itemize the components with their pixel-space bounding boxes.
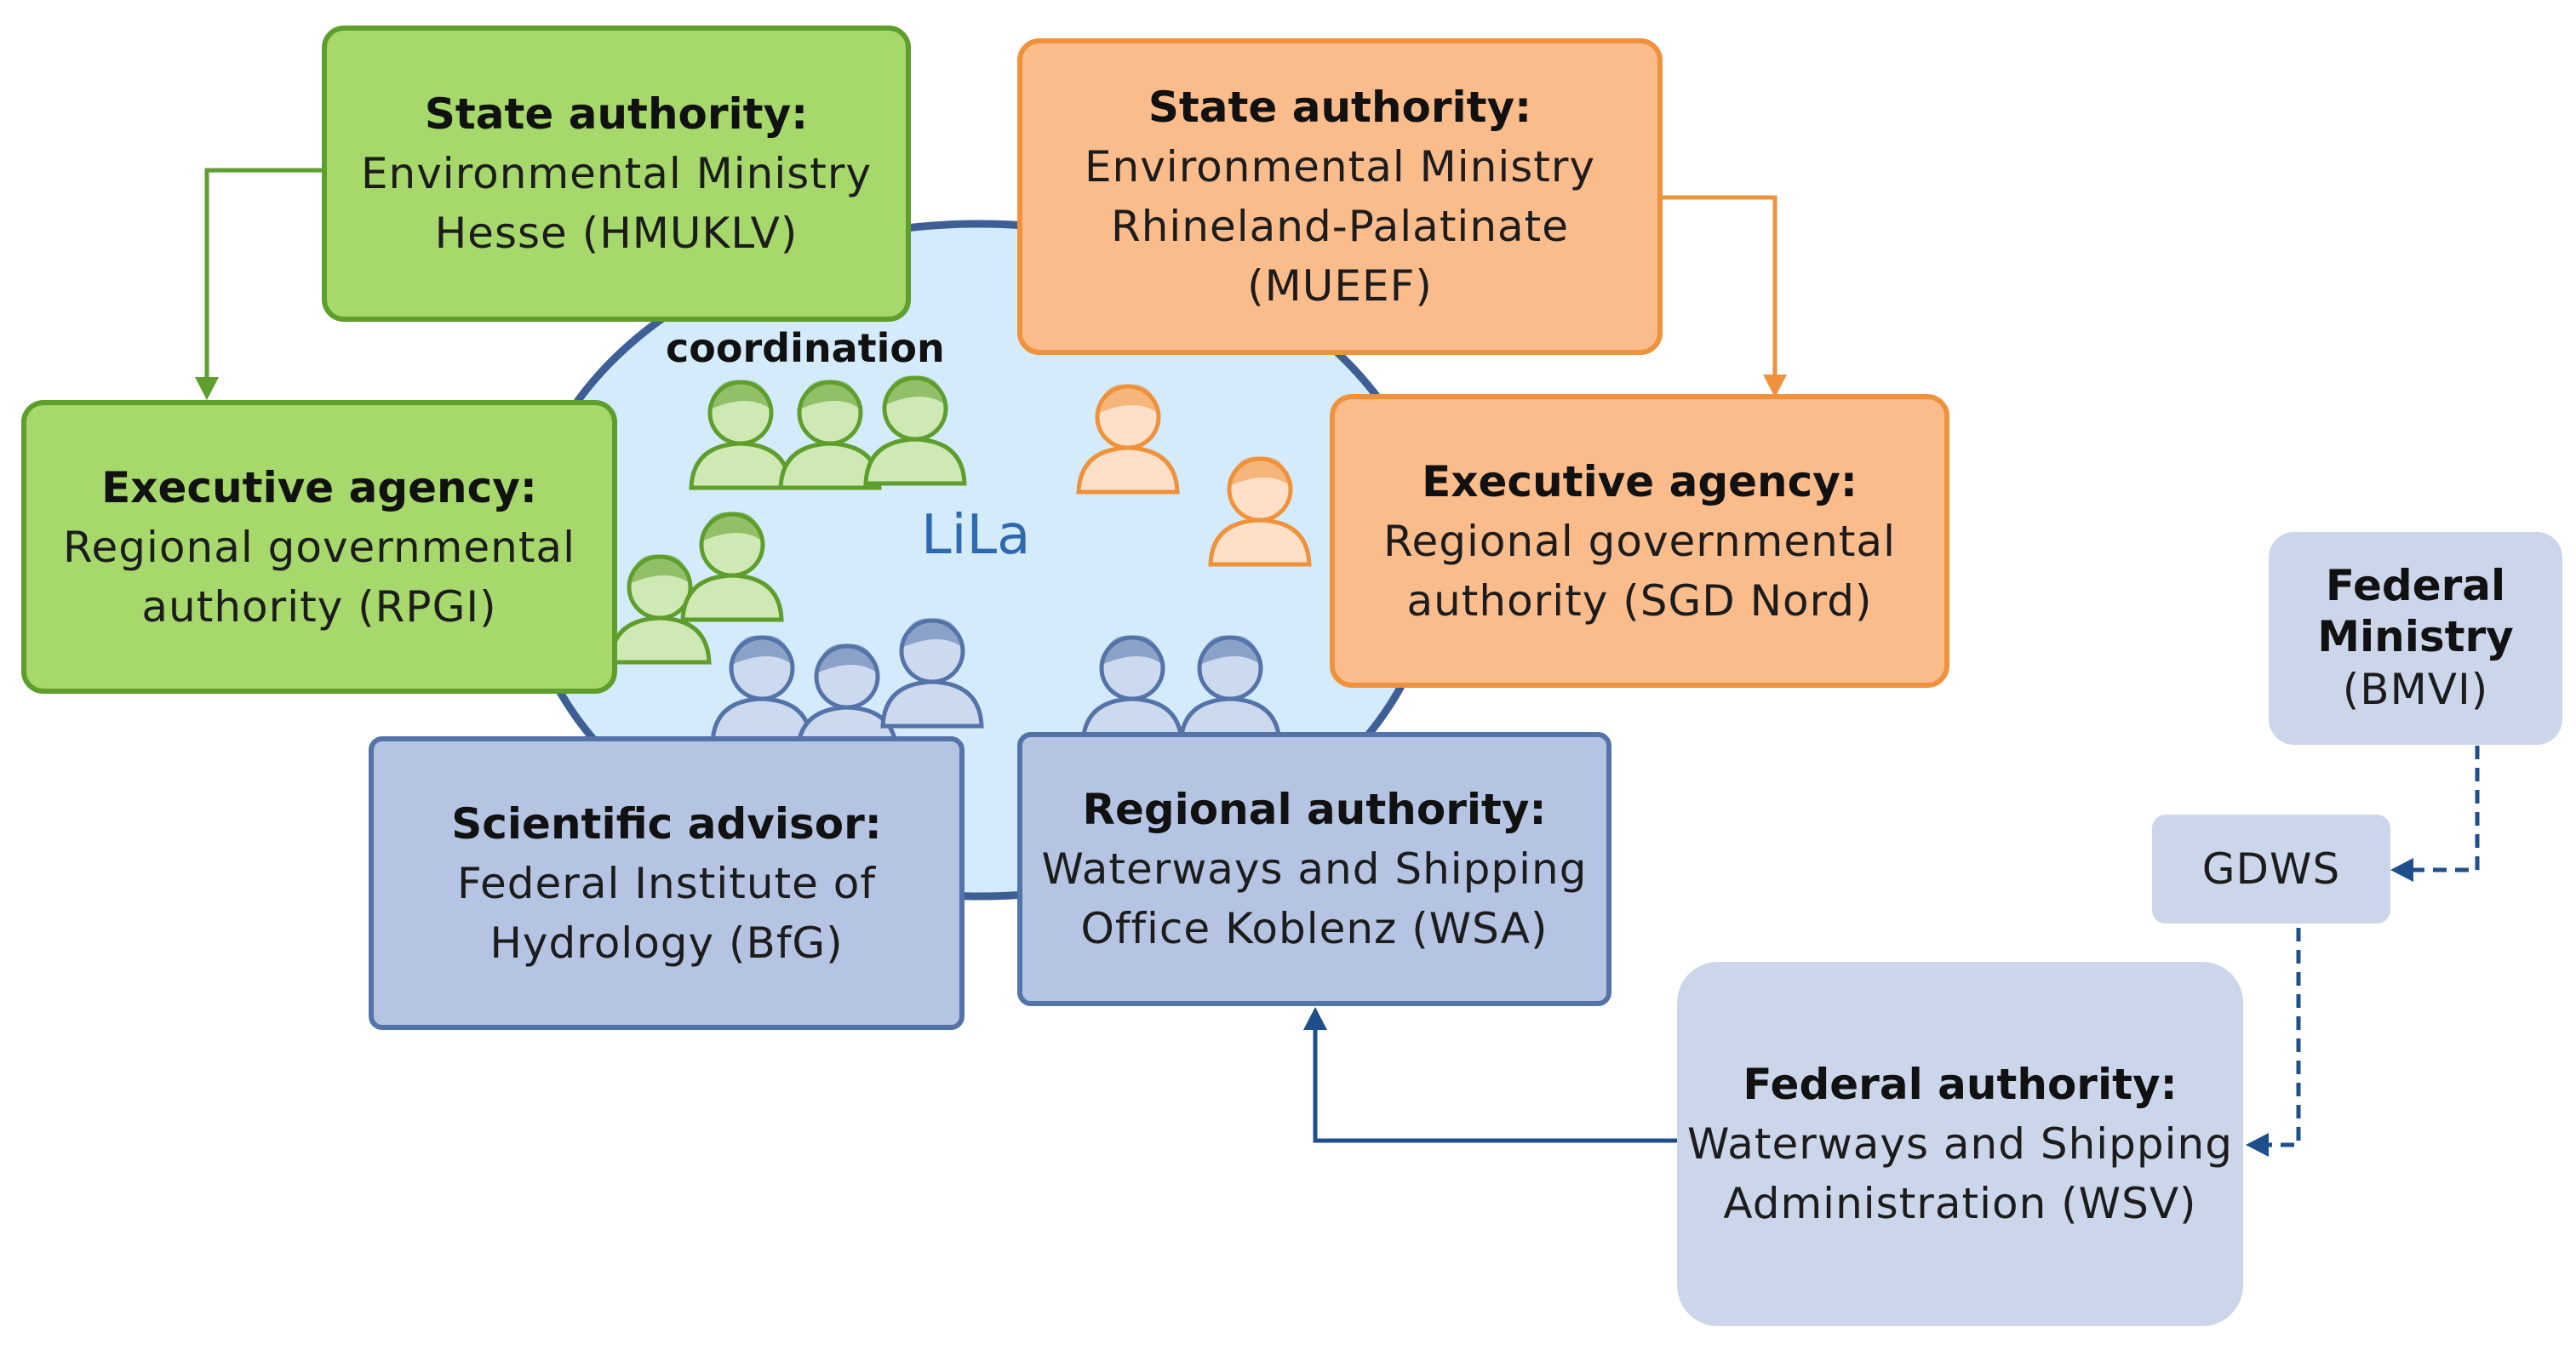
arrow-bmvi-to-gdws	[2409, 746, 2480, 872]
state-rlp-line-3: (MUEEF)	[1247, 261, 1433, 311]
exec-rpgi-line-2: authority (RPGI)	[141, 581, 497, 632]
gdws-label: GDWS	[2201, 844, 2341, 894]
federal-ministry-box: Federal Ministry (BMVI)	[2269, 532, 2562, 745]
arrow-federal-to-regional	[1313, 1021, 1677, 1143]
coordination-label: coordination	[666, 325, 945, 371]
regional-authority-box: Regional authority: Waterways and Shippi…	[1017, 732, 1611, 1006]
arrow-gdws-to-wsv	[2264, 928, 2301, 1147]
federal-authority-line-2: Administration (WSV)	[1723, 1179, 2197, 1228]
federal-ministry-title-1: Federal	[2325, 561, 2506, 610]
arrow-hesse-to-rpgi	[204, 168, 323, 387]
arrowhead-blue-up	[1303, 1007, 1327, 1030]
arrowhead-dashed-2	[2246, 1133, 2269, 1157]
person-icon	[689, 380, 793, 490]
arrowhead-green	[195, 377, 219, 400]
arrowhead-dashed-1	[2390, 858, 2413, 882]
exec-rpgi-line-1: Regional governmental	[63, 522, 575, 572]
exec-sgd-line-2: authority (SGD Nord)	[1406, 575, 1873, 626]
state-rlp-title: State authority:	[1148, 83, 1532, 132]
regional-line-2: Office Koblenz (WSA)	[1080, 904, 1548, 953]
state-rlp-line-1: Environmental Ministry	[1084, 142, 1596, 192]
state-rlp-line-2: Rhineland-Palatinate	[1110, 202, 1570, 251]
federal-authority-box: Federal authority: Waterways and Shippin…	[1677, 962, 2243, 1326]
person-icon	[1208, 456, 1312, 567]
state-hesse-line-2: Hesse (HMUKLV)	[434, 209, 799, 258]
regional-line-1: Waterways and Shipping	[1041, 844, 1588, 894]
lila-label: LiLa	[921, 504, 1031, 567]
executive-agency-rpgi-box: Executive agency: Regional governmental …	[21, 400, 617, 694]
person-icon	[863, 375, 967, 486]
federal-ministry-line-1: (BMVI)	[2342, 665, 2489, 714]
state-hesse-title: State authority:	[424, 89, 809, 139]
state-hesse-line-1: Environmental Ministry	[360, 149, 873, 198]
federal-authority-line-1: Waterways and Shipping	[1687, 1119, 2233, 1169]
person-icon	[1076, 384, 1180, 495]
arrow-rlp-to-sgd	[1660, 195, 1777, 385]
exec-rpgi-title: Executive agency:	[101, 462, 537, 512]
scientific-title: Scientific advisor:	[451, 798, 882, 849]
federal-ministry-title-2: Ministry	[2317, 612, 2514, 661]
person-icon	[680, 512, 784, 622]
executive-agency-sgd-box: Executive agency: Regional governmental …	[1330, 394, 1949, 688]
person-icon	[710, 635, 814, 746]
arrowhead-orange	[1763, 375, 1787, 398]
regional-title: Regional authority:	[1082, 785, 1547, 834]
scientific-advisor-box: Scientific advisor: Federal Institute of…	[369, 736, 965, 1030]
exec-sgd-line-1: Regional governmental	[1383, 516, 1896, 566]
gdws-box: GDWS	[2152, 815, 2390, 924]
person-icon	[608, 554, 712, 665]
federal-authority-title: Federal authority:	[1743, 1060, 2178, 1109]
exec-sgd-title: Executive agency:	[1422, 456, 1858, 506]
person-icon	[880, 618, 984, 729]
state-authority-rlp-box: State authority: Environmental Ministry …	[1017, 38, 1663, 355]
scientific-line-2: Hydrology (BfG)	[489, 918, 844, 968]
people-icons	[608, 375, 1312, 754]
state-authority-hesse-box: State authority: Environmental Ministry …	[322, 26, 911, 322]
scientific-line-1: Federal Institute of	[457, 858, 876, 908]
